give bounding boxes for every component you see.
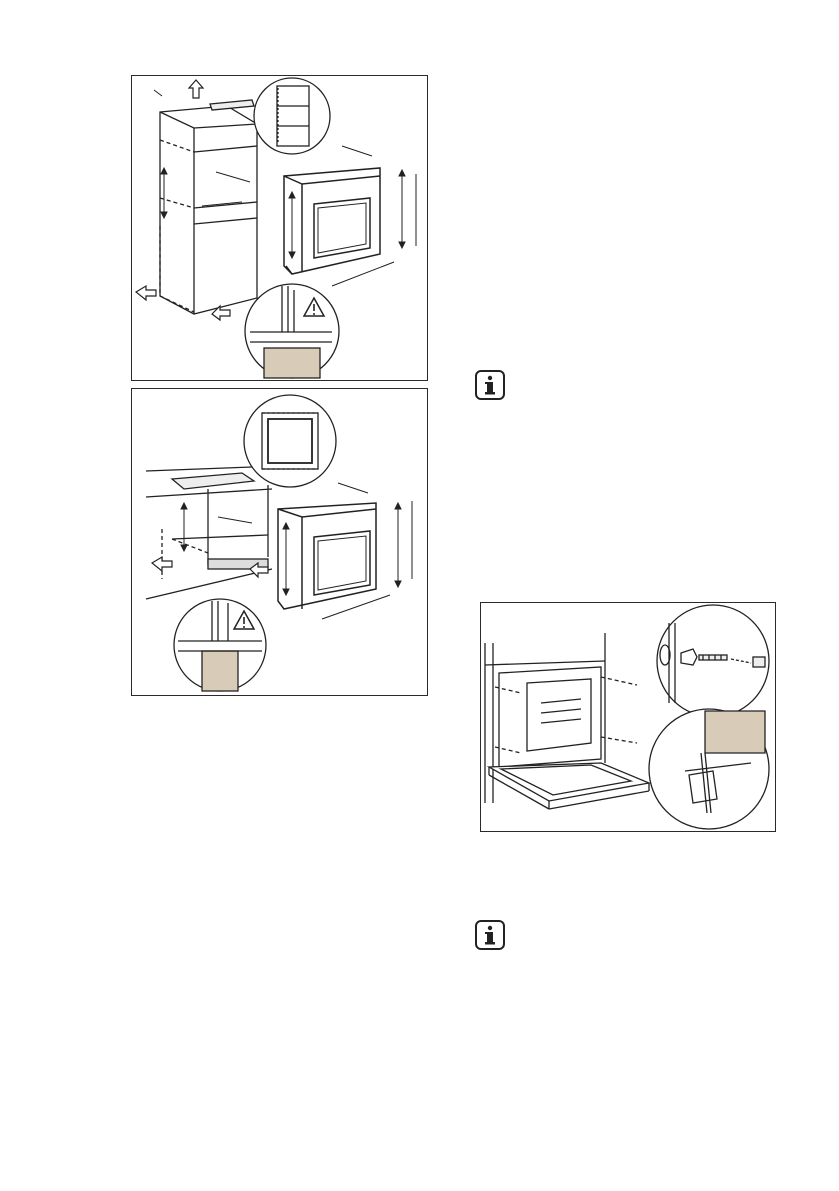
column-cabinet-installation-figure — [131, 75, 428, 381]
info-icon — [475, 370, 505, 400]
column-cabinet-drawing — [132, 76, 427, 380]
arrow-icon — [189, 80, 203, 98]
under-counter-installation-figure — [131, 388, 428, 696]
magnified-detail — [244, 395, 336, 487]
fixing-screws-drawing — [481, 603, 775, 831]
magnified-detail — [245, 284, 339, 378]
info-icon — [475, 920, 505, 950]
arrow-icon — [136, 286, 230, 320]
magnified-detail — [174, 599, 266, 691]
magnified-detail — [649, 709, 769, 829]
oven-fixing-screws-figure — [480, 602, 776, 832]
under-counter-drawing — [132, 389, 427, 695]
magnified-detail — [657, 605, 769, 717]
magnified-detail — [254, 78, 330, 154]
